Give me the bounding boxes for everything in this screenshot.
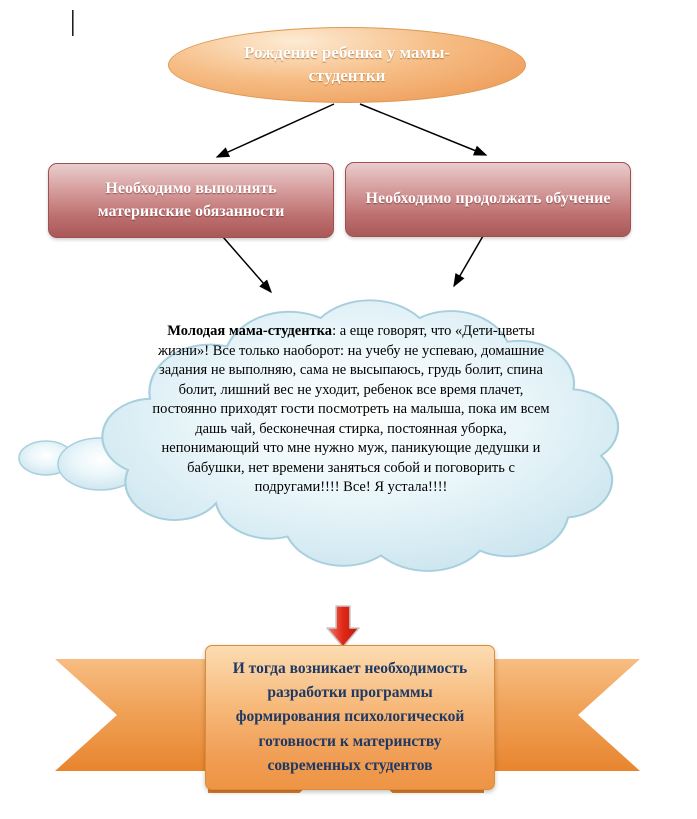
box-continue-education: Необходимо продолжать обучение <box>345 162 631 237</box>
box-maternal-duties-label: Необходимо выполнять материнские обязанн… <box>97 180 285 220</box>
banner-panel: И тогда возникает необходимость разработ… <box>205 645 495 790</box>
red-down-arrow <box>326 605 360 648</box>
conclusion-banner: И тогда возникает необходимость разработ… <box>0 645 697 810</box>
arrow-ellipse-to-right-box <box>359 103 488 156</box>
cloud-monologue: Молодая мама-студентка: а еще говорят, ч… <box>145 322 557 498</box>
red-down-arrow-shape <box>326 605 360 648</box>
arrow-ellipse-to-left-box <box>215 103 335 158</box>
thought-cloud <box>18 299 620 572</box>
start-ellipse-label: Рождение ребенка у мамы-студентки <box>243 43 451 85</box>
cloud-shape <box>101 299 620 572</box>
cloud-monologue-rest: : а еще говорят, что «Дети-цветы жизни»!… <box>152 323 550 495</box>
start-ellipse: Рождение ребенка у мамы-студентки <box>168 27 526 103</box>
box-continue-education-label: Необходимо продолжать обучение <box>365 190 611 208</box>
box-maternal-duties: Необходимо выполнять материнские обязанн… <box>48 163 334 238</box>
cloud-monologue-lead: Молодая мама-студентка <box>167 323 333 339</box>
banner-label: И тогда возникает необходимость разработ… <box>232 660 468 774</box>
text-cursor: | <box>70 6 76 37</box>
